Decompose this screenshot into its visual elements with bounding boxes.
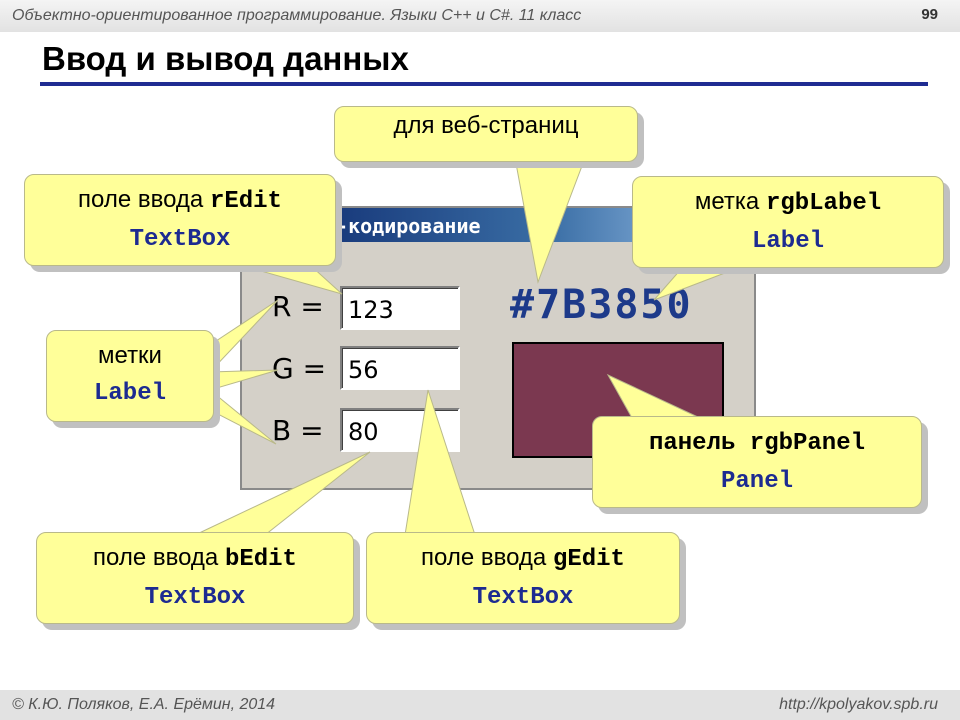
callout-labels: метки Label [46,330,214,422]
tail-web [514,157,586,284]
window-title: В-кодирование [324,214,481,238]
tail-panel [606,373,701,419]
callout-gedit-name: gEdit [552,546,625,573]
tail-gedit [404,389,476,536]
tail-labels-r [209,299,279,374]
tail-labels-b [209,388,277,445]
callout-rgblabel: метка rgbLabel Label [632,176,944,268]
b-label: B = [272,414,324,447]
slide-title: Ввод и вывод данных [42,40,409,77]
slide-header-bar: Объектно-ориентированное программировани… [0,0,960,32]
callout-redit-type: TextBox [129,226,231,253]
callout-bedit-type: TextBox [144,584,246,611]
callout-rgblabel-prefix: метка [694,188,766,215]
callout-gedit-type: TextBox [472,584,574,611]
callout-bedit: поле ввода bEdit TextBox [36,532,354,624]
callout-bedit-prefix: поле ввода [93,544,225,571]
callout-panel: панель rgbPanel Panel [592,416,922,508]
callout-rgblabel-type: Label [751,228,824,255]
callout-labels-type: Label [93,380,166,407]
course-title: Объектно-ориентированное программировани… [12,7,582,24]
tail-labels-g [209,369,279,391]
tail-rgblabel [653,267,739,301]
g-label: G = [272,352,327,385]
callout-labels-text: метки [98,342,162,369]
callout-web: для веб-страниц [334,106,638,162]
callout-bedit-name: bEdit [224,546,297,573]
footer-url[interactable]: http://kpolyakov.spb.ru [779,696,938,713]
r-edit-textbox[interactable]: 123 [340,286,460,330]
callout-gedit: поле ввода gEdit TextBox [366,532,680,624]
rgb-label-value: #7B3850 [510,282,693,328]
callout-gedit-prefix: поле ввода [421,544,553,571]
g-edit-textbox[interactable]: 56 [340,346,460,390]
callout-redit: поле ввода rEdit TextBox [24,174,336,266]
callout-web-text: для веб-страниц [393,112,579,139]
slide-footer-bar: © К.Ю. Поляков, Е.А. Ерёмин, 2014 http:/… [0,690,960,720]
callout-panel-name: rgbPanel [749,430,866,457]
tail-redit [239,264,343,295]
tail-bedit [194,451,371,536]
callout-panel-type: Panel [720,468,793,495]
page-number: 99 [921,6,938,23]
title-underline [40,82,928,86]
callout-panel-prefix: панель [648,430,750,457]
callout-rgblabel-name: rgbLabel [765,190,882,217]
callout-redit-name: rEdit [209,188,282,215]
footer-authors: © К.Ю. Поляков, Е.А. Ерёмин, 2014 [12,696,276,713]
r-label: R = [272,290,324,323]
callout-redit-prefix: поле ввода [78,186,210,213]
